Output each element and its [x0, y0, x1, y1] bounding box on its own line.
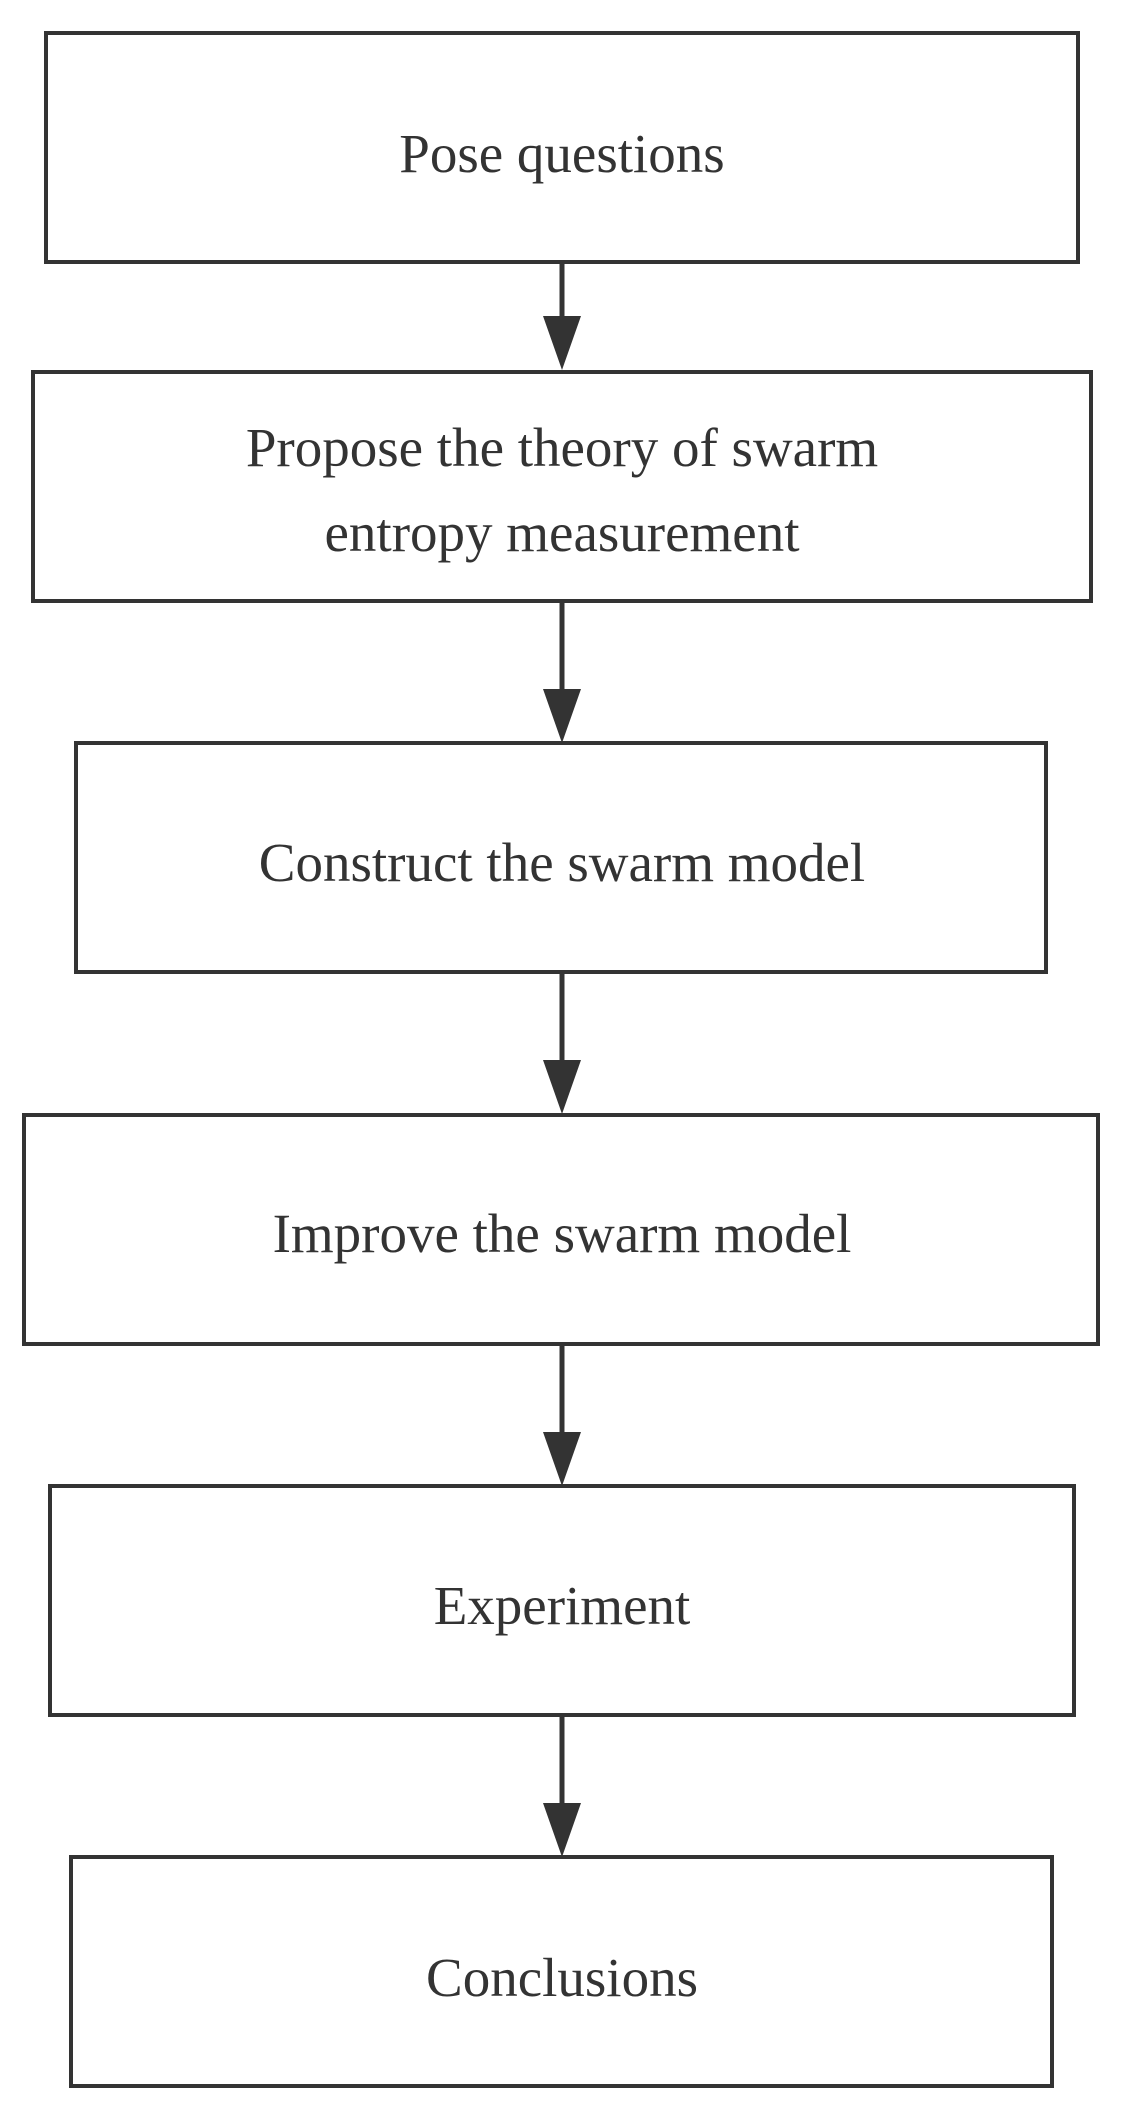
- step-experiment: Experiment: [48, 1484, 1076, 1717]
- step-label: Improve the swarm model: [273, 1203, 852, 1264]
- arrow-4: [543, 1344, 581, 1486]
- arrow-5: [543, 1715, 581, 1857]
- step-label: Pose questions: [399, 123, 724, 184]
- step-pose-questions: Pose questions: [44, 31, 1080, 264]
- step-improve-model: Improve the swarm model: [22, 1113, 1100, 1346]
- step-label: Conclusions: [426, 1947, 698, 2008]
- arrow-2: [543, 601, 581, 743]
- step-construct-model: Construct the swarm model: [74, 741, 1048, 974]
- step-box: [48, 1484, 1076, 1717]
- step-box: [22, 1113, 1100, 1346]
- step-propose-theory: Propose the theory of swarm entropy meas…: [31, 370, 1093, 603]
- arrow-head: [543, 316, 581, 370]
- arrow-head: [543, 1803, 581, 1857]
- step-box: [74, 741, 1048, 974]
- step-conclusions: Conclusions: [69, 1855, 1054, 2088]
- arrow-head: [543, 1060, 581, 1114]
- step-box: [69, 1855, 1054, 2088]
- arrow-1: [543, 262, 581, 370]
- step-label-line-2: entropy measurement: [325, 502, 800, 563]
- step-box: [44, 31, 1080, 264]
- arrow-head: [543, 1432, 581, 1486]
- step-label-line-1: Propose the theory of swarm: [246, 417, 878, 478]
- arrow-head: [543, 689, 581, 743]
- arrow-3: [543, 972, 581, 1114]
- step-box: [31, 370, 1093, 603]
- step-label: Experiment: [434, 1575, 691, 1636]
- step-label: Construct the swarm model: [259, 832, 865, 893]
